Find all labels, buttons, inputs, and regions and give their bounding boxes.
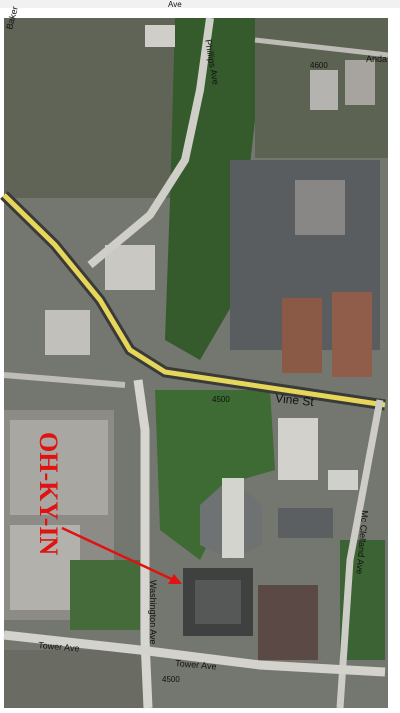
washington-ave-road [133,379,153,709]
label-tower-ave-left: Tower Ave [38,640,80,654]
label-top-ave: Ave [168,0,182,9]
minor-road-w [3,372,126,388]
building-upper-3 [295,180,345,235]
label-vine-st: Vine St [275,391,315,409]
label-washington-ave: Washington Ave [148,580,158,645]
label-number-4500-vine: 4500 [212,395,230,404]
vine-st-line [2,193,386,408]
building-roof-w2 [10,525,80,610]
brick-building-1 [282,298,322,373]
mcclelland-ave-road [336,399,384,709]
anda-road [254,37,389,58]
brick-building-2 [332,292,372,377]
house-ne-2 [345,60,375,105]
label-number-4500-tower: 4500 [162,675,180,684]
residential-block-nw [4,18,179,198]
residential-block-sw [4,650,144,708]
building-se [258,585,318,660]
house-n-1 [145,25,175,47]
annotation-arrow-line [61,526,179,584]
phillips-ave-road [87,17,214,269]
house-ne-1 [310,70,338,110]
building-upper-1 [105,245,155,290]
label-number-4600: 4600 [310,61,328,70]
annotation-label: OH-KY-IN [34,432,63,555]
tower-ave-road [3,630,386,677]
annotation-arrow-head [168,574,182,584]
building-roof-w1 [10,420,108,515]
campus-green [155,390,275,560]
label-tower-ave-right: Tower Ave [175,658,217,672]
campus-building-1 [278,418,318,480]
parking-campus [278,508,333,538]
target-building-roof [195,580,241,624]
green-patch-sw [70,560,140,630]
circular-building-core [222,478,244,558]
campus-building-2 [328,470,358,490]
building-upper-2 [45,310,90,355]
label-anda: Anda [366,54,387,64]
